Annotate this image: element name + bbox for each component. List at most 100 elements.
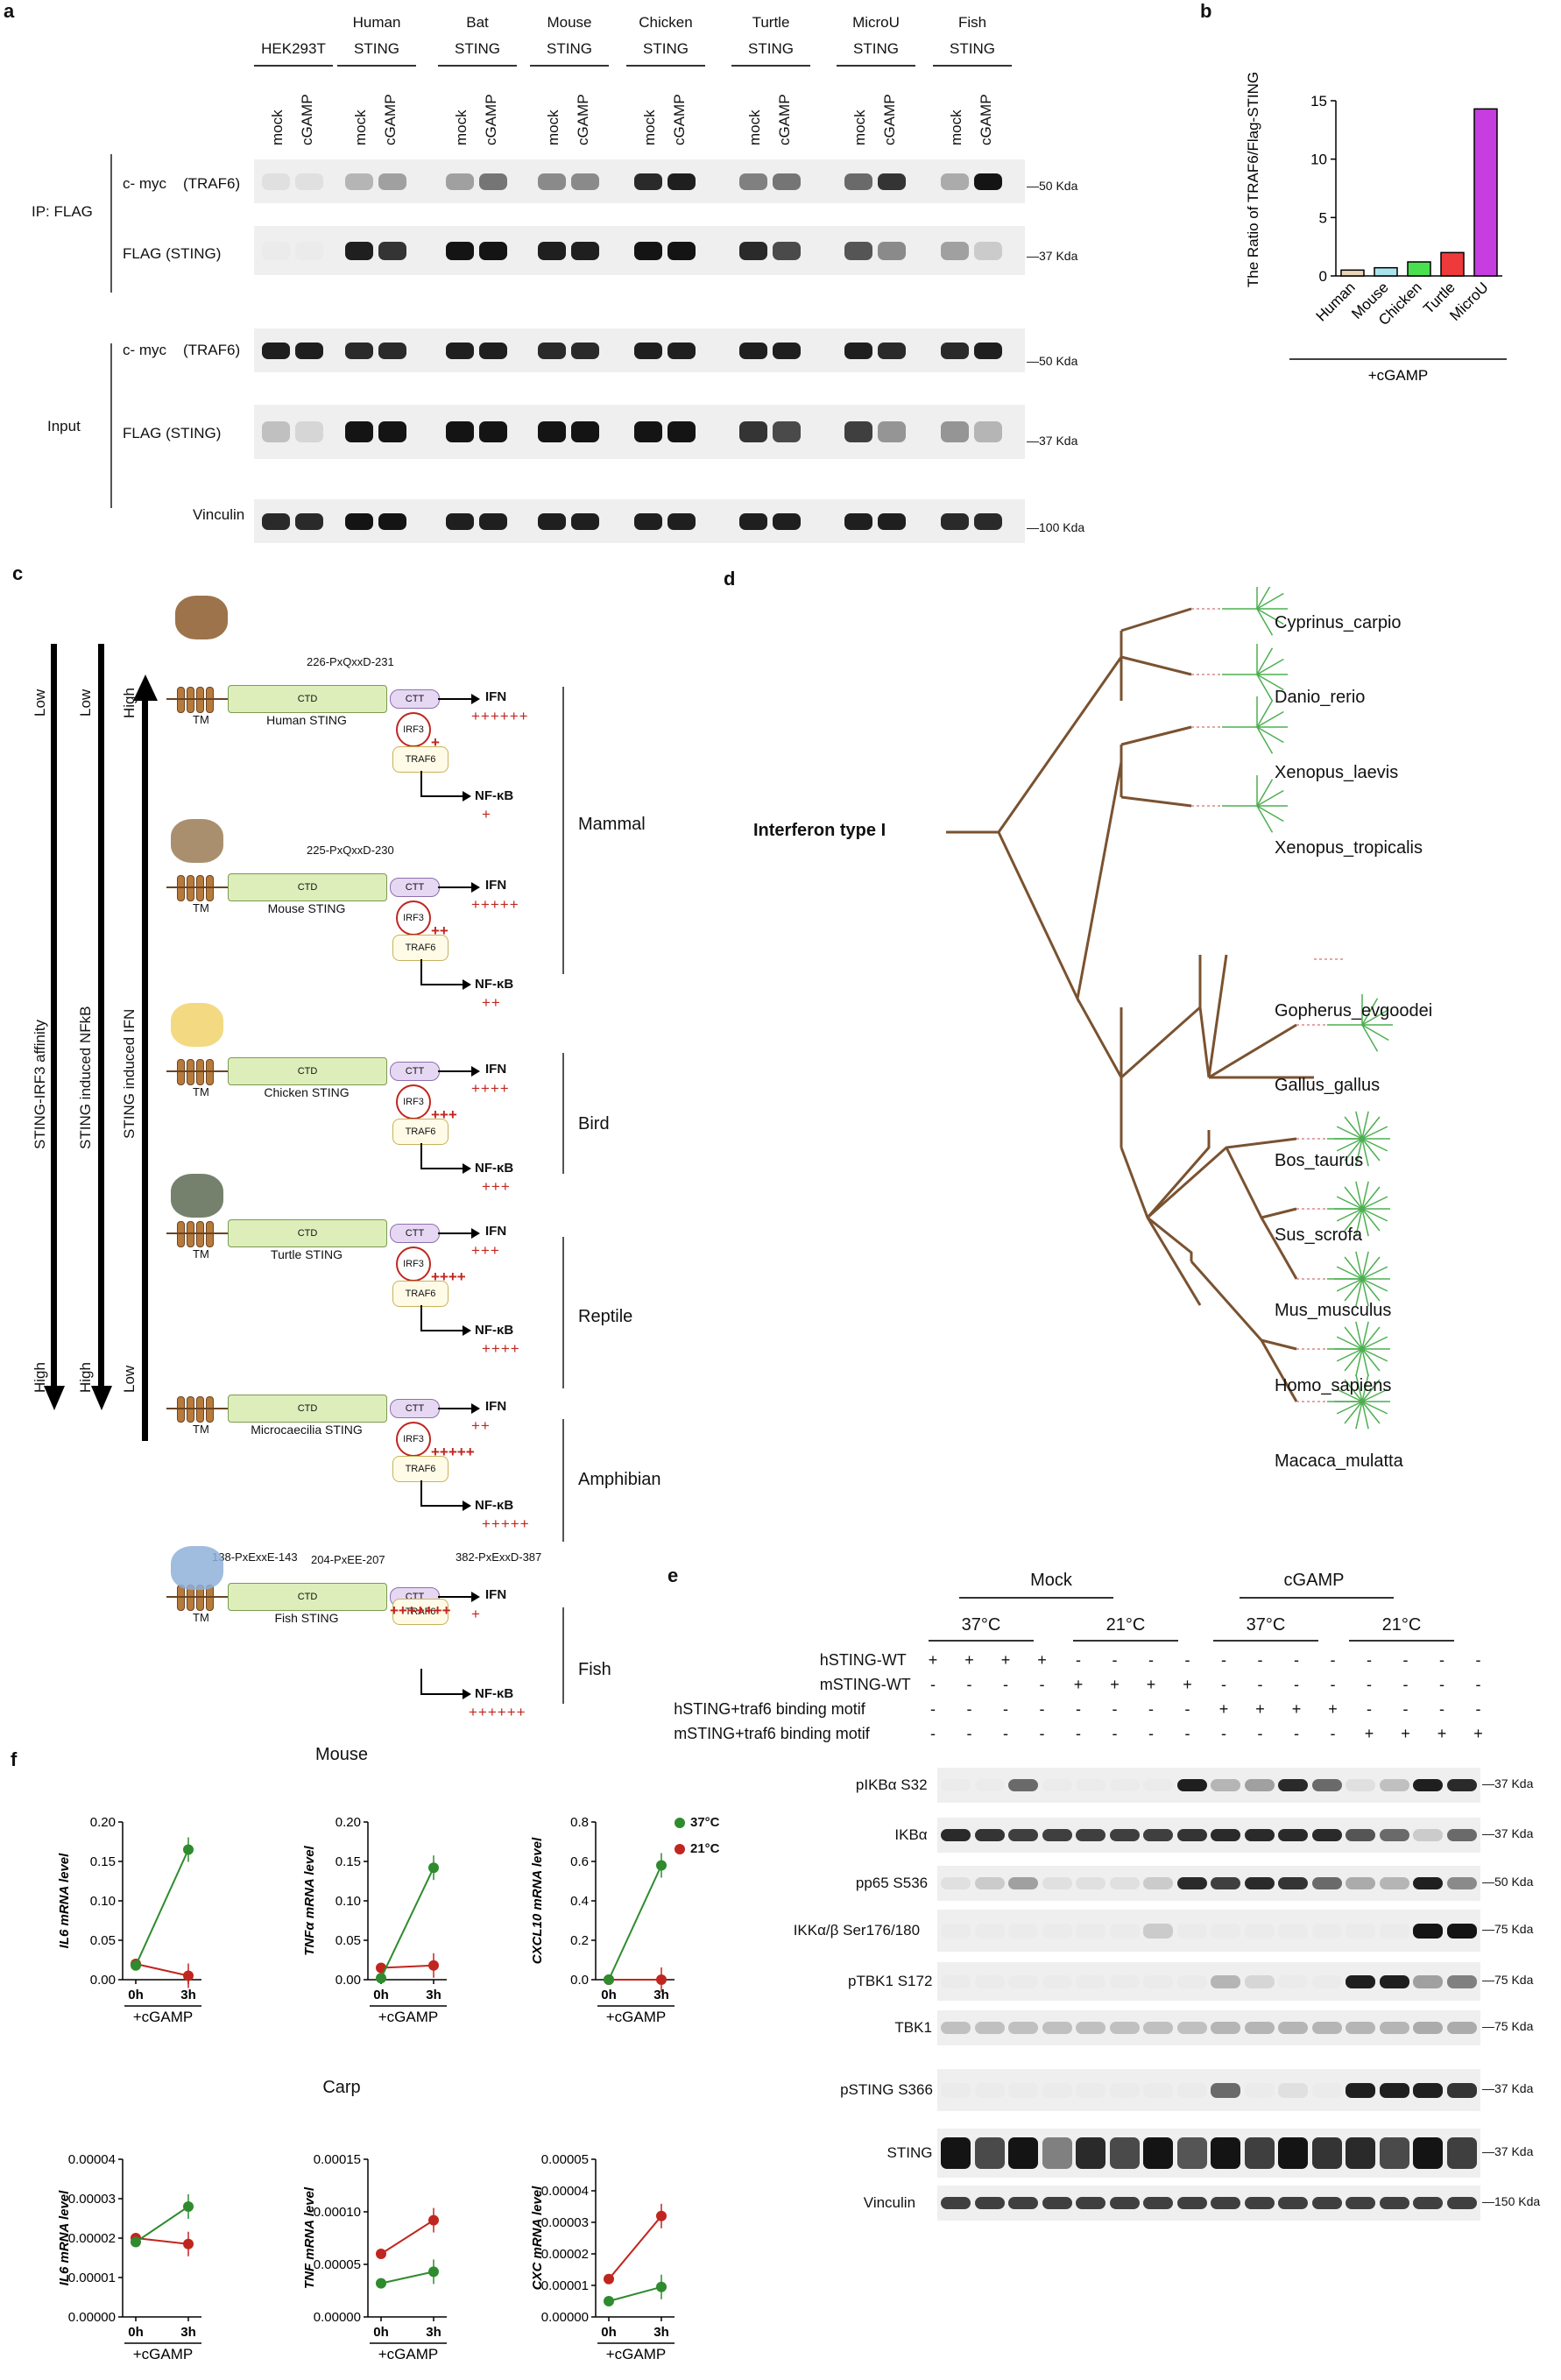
- panel-d-label: d: [724, 568, 736, 590]
- blot-band: [844, 241, 872, 260]
- leaf-branch: [1344, 1401, 1363, 1424]
- blot-band: [479, 512, 507, 530]
- blot-band: [1143, 1829, 1173, 1841]
- y-tick-label: 0.6: [570, 1854, 589, 1869]
- tm-helix: [206, 1059, 214, 1085]
- blot-band: [1244, 1779, 1275, 1791]
- group-header-line1: HEK293T: [261, 40, 326, 57]
- blot-band: [1446, 1779, 1477, 1791]
- y-tick-label: 0.00004: [68, 2152, 116, 2167]
- blot-band: [1008, 2022, 1038, 2034]
- series-line-s21: [135, 1963, 189, 1977]
- group-header-line1: Human: [352, 14, 401, 31]
- tm-label: TM: [193, 1423, 209, 1436]
- blot-band: [1244, 1829, 1275, 1841]
- affinity-low: Low: [32, 689, 48, 717]
- traf-plus: ++: [431, 922, 449, 939]
- blot-band: [295, 173, 323, 190]
- blot-band: [634, 173, 662, 190]
- blot-band: [773, 342, 801, 359]
- blot-band: [1446, 1923, 1477, 1939]
- leaf-branch: [1355, 1374, 1363, 1402]
- group-header-line2: STING: [950, 40, 995, 57]
- nfkb-arrow-line: [420, 795, 464, 797]
- tm-helix: [177, 1221, 185, 1247]
- leaf-branch: [1256, 805, 1274, 833]
- blot-band: [1109, 2197, 1140, 2209]
- leaf-branch: [1355, 1251, 1363, 1280]
- blot-band: [1076, 1779, 1105, 1791]
- mw-marker: —150 Kda: [1482, 2194, 1541, 2208]
- tm-helix: [196, 1221, 204, 1247]
- animal-icon: [175, 596, 228, 639]
- y-tick-label: 0.00010: [314, 2205, 361, 2220]
- mw-marker: —100 Kda: [1027, 520, 1085, 534]
- blot-band: [634, 421, 662, 442]
- series-line-s37: [608, 2285, 662, 2302]
- ifn-label: IFN: [485, 1062, 507, 1077]
- data-point: [604, 1974, 614, 1985]
- blot-band: [773, 173, 801, 190]
- taxon-label: Xenopus_tropicalis: [1275, 838, 1423, 858]
- blot-band: [1008, 1829, 1038, 1841]
- x-tick-label: 3h: [180, 1988, 196, 2002]
- y-tick-label: 0.4: [570, 1894, 589, 1909]
- x-axis-label: +cGAMP: [133, 2346, 194, 2362]
- ifn-label: IFN: [485, 878, 507, 893]
- mw-marker: —37 Kda: [1027, 249, 1078, 263]
- group-header-rule: [837, 65, 915, 67]
- ifn-arrow-line: [438, 1408, 473, 1409]
- mw-marker: —50 Kda: [1027, 179, 1078, 193]
- leaf-branch: [1344, 1186, 1363, 1210]
- blot-band: [378, 342, 406, 359]
- leaf-branch: [1256, 592, 1284, 610]
- blot-band: [1042, 2082, 1072, 2098]
- leaf-branch: [1344, 1208, 1363, 1232]
- blot-band: [479, 421, 507, 442]
- blot-band: [1278, 1779, 1308, 1791]
- x-tick-label: 3h: [180, 2325, 196, 2340]
- blot-band: [1311, 2137, 1342, 2169]
- y-axis-label: TNFα mRNA level: [302, 1845, 317, 1955]
- blot-band: [1211, 1779, 1240, 1791]
- traf-plus: +++++: [431, 1444, 475, 1460]
- leaf-branch: [1344, 1116, 1363, 1140]
- traf6-box: TRAF6: [392, 1281, 449, 1307]
- fish-motif-1: 138-PxExxE-143: [212, 1550, 298, 1564]
- y-tick-label: 0.00003: [68, 2192, 116, 2207]
- panel-f-label: f: [11, 1748, 18, 1770]
- blot-band: [1278, 1923, 1308, 1939]
- blot-label: STING: [886, 2144, 933, 2161]
- lane-label: cGAMP: [299, 94, 315, 145]
- condition-mark: -: [1039, 1700, 1045, 1718]
- blot-band: [941, 1974, 971, 1988]
- data-point: [183, 2238, 194, 2249]
- condition-mark: -: [1439, 1676, 1444, 1693]
- leaf-branch: [1361, 1256, 1381, 1280]
- condition-mark: -: [1076, 1651, 1081, 1669]
- y-tick-label: 0.05: [90, 1933, 116, 1948]
- y-tick-label: 10: [1310, 152, 1327, 168]
- ifn-plus: ++: [471, 1417, 491, 1434]
- blot-strip: [254, 499, 1025, 543]
- blot-band: [773, 421, 801, 442]
- blot-strip: [937, 1962, 1480, 2001]
- blot-strip: [937, 1910, 1480, 1952]
- data-point: [376, 1973, 386, 1984]
- blot-band: [1211, 1974, 1240, 1988]
- blot-band: [974, 1779, 1005, 1791]
- condition-mark: +: [928, 1651, 938, 1669]
- ifn-plus: +++: [471, 1242, 500, 1259]
- nfkb-arrow-line: [420, 984, 464, 985]
- condition-mark: -: [1148, 1725, 1154, 1742]
- y-tick-label: 0.00: [90, 1973, 116, 1988]
- nfkb-label: NF-κB: [475, 977, 514, 992]
- blot-band: [295, 241, 323, 260]
- leaf-branch: [1361, 1251, 1369, 1280]
- blot-band: [739, 512, 767, 530]
- blot-strip: [937, 1866, 1480, 1901]
- nfkb-plus: +++++: [482, 1515, 530, 1532]
- mw-marker: —37 Kda: [1482, 1826, 1534, 1840]
- blot-band: [538, 421, 566, 442]
